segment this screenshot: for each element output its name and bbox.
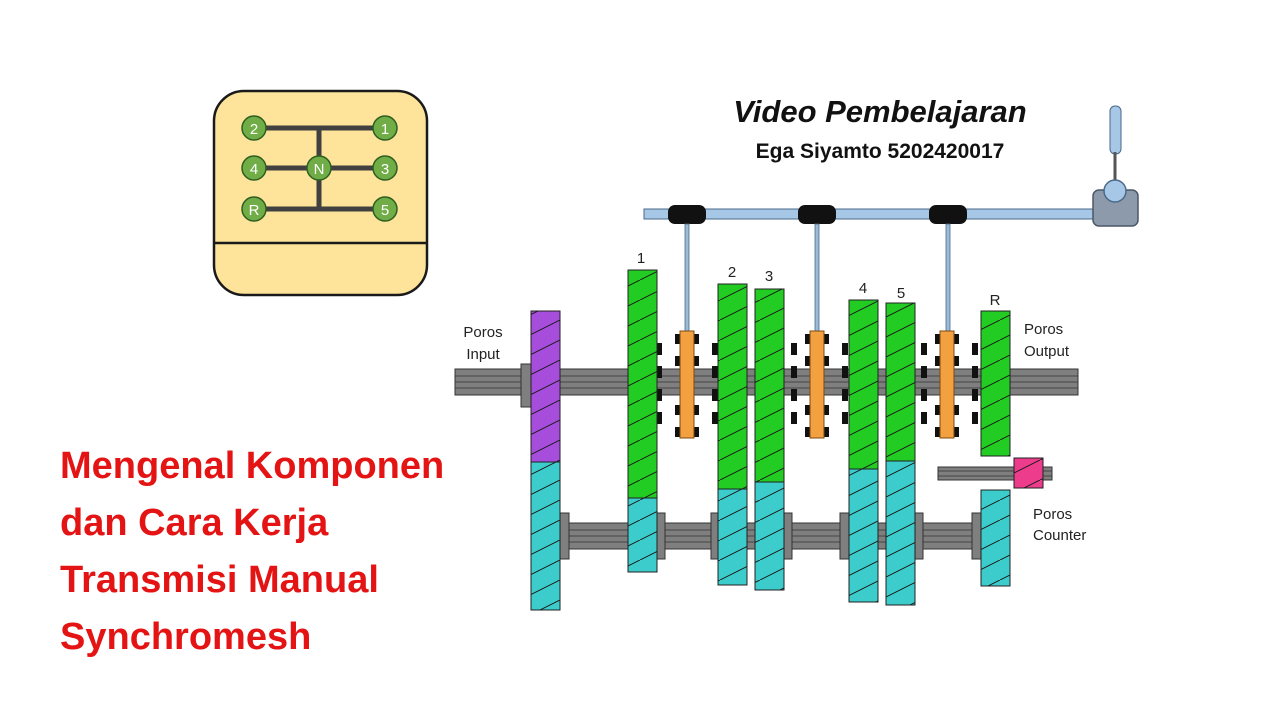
svg-text:3: 3 bbox=[381, 161, 389, 178]
shift-knob-reverse: R bbox=[241, 196, 267, 222]
input-gear bbox=[530, 310, 561, 463]
gear-2-counter bbox=[717, 488, 748, 586]
gear-1-main bbox=[627, 269, 658, 499]
gear-label-2: 2 bbox=[728, 264, 736, 281]
gear-3-main bbox=[754, 288, 785, 483]
shift-knob-3: 3 bbox=[372, 155, 398, 181]
gear-3-counter bbox=[754, 481, 785, 591]
video-title: Video Pembelajaran bbox=[733, 94, 1027, 129]
shift-fork-3-4 bbox=[798, 205, 836, 333]
gear-label-1: 1 bbox=[637, 250, 645, 267]
output-shaft-label-line1: Poros bbox=[1024, 321, 1063, 338]
headline-line-4: Synchromesh bbox=[60, 616, 312, 658]
gear-4-main bbox=[848, 299, 879, 470]
gear-label-5: 5 bbox=[897, 285, 905, 302]
shift-knob-2: 2 bbox=[241, 115, 267, 141]
svg-text:R: R bbox=[249, 202, 260, 219]
counter-shaft-label-line2: Counter bbox=[1033, 527, 1086, 544]
shaft-labels: Poros Input Poros Output Poros Counter bbox=[463, 321, 1086, 544]
synchro-3-4 bbox=[791, 330, 848, 439]
svg-text:5: 5 bbox=[381, 202, 389, 219]
gear-r-counter bbox=[980, 489, 1011, 587]
gear-5-counter bbox=[885, 460, 916, 606]
shift-knob-4: 4 bbox=[241, 155, 267, 181]
svg-text:2: 2 bbox=[250, 121, 258, 138]
headline-line-2: dan Cara Kerja bbox=[60, 502, 329, 544]
gears bbox=[530, 269, 1044, 611]
svg-text:4: 4 bbox=[250, 161, 258, 178]
gear-labels: 1 2 3 4 5 R bbox=[637, 250, 1001, 309]
gear-label-3: 3 bbox=[765, 268, 773, 285]
gear-r-main bbox=[980, 310, 1011, 457]
counter-shaft-label-line1: Poros bbox=[1033, 506, 1072, 523]
svg-text:N: N bbox=[314, 161, 325, 178]
synchro-1-2 bbox=[656, 330, 718, 439]
shift-pattern-panel: 2 1 4 N 3 R 5 bbox=[212, 89, 429, 297]
shift-knob-1: 1 bbox=[372, 115, 398, 141]
input-shaft-label-line1: Poros bbox=[463, 324, 502, 341]
shift-fork-1-2 bbox=[668, 205, 706, 333]
author-line: Ega Siyamto 5202420017 bbox=[755, 140, 1005, 163]
synchro-5-r bbox=[921, 330, 978, 439]
output-shaft-label-line2: Output bbox=[1024, 343, 1070, 360]
headline-title: Mengenal Komponen dan Cara Kerja Transmi… bbox=[60, 438, 530, 666]
shift-lever-ball bbox=[1103, 179, 1127, 203]
gear-label-4: 4 bbox=[859, 280, 867, 297]
input-counter-gear bbox=[530, 461, 561, 611]
input-shaft-label-line2: Input bbox=[466, 346, 500, 363]
shift-fork-5-r bbox=[929, 205, 967, 333]
shift-knob-5: 5 bbox=[372, 196, 398, 222]
synchronizers bbox=[656, 330, 978, 439]
gear-2-main bbox=[717, 283, 748, 490]
headline-line-3: Transmisi Manual bbox=[60, 559, 379, 601]
reverse-idler-gear bbox=[1013, 457, 1044, 489]
gear-4-counter bbox=[848, 468, 879, 603]
headline-line-1: Mengenal Komponen bbox=[60, 445, 445, 487]
gear-5-main bbox=[885, 302, 916, 462]
gear-label-r: R bbox=[990, 292, 1001, 309]
gear-1-counter bbox=[627, 497, 658, 573]
svg-text:1: 1 bbox=[381, 121, 389, 138]
shift-rail-assembly bbox=[643, 105, 1139, 333]
shift-knob-neutral: N bbox=[306, 155, 332, 181]
